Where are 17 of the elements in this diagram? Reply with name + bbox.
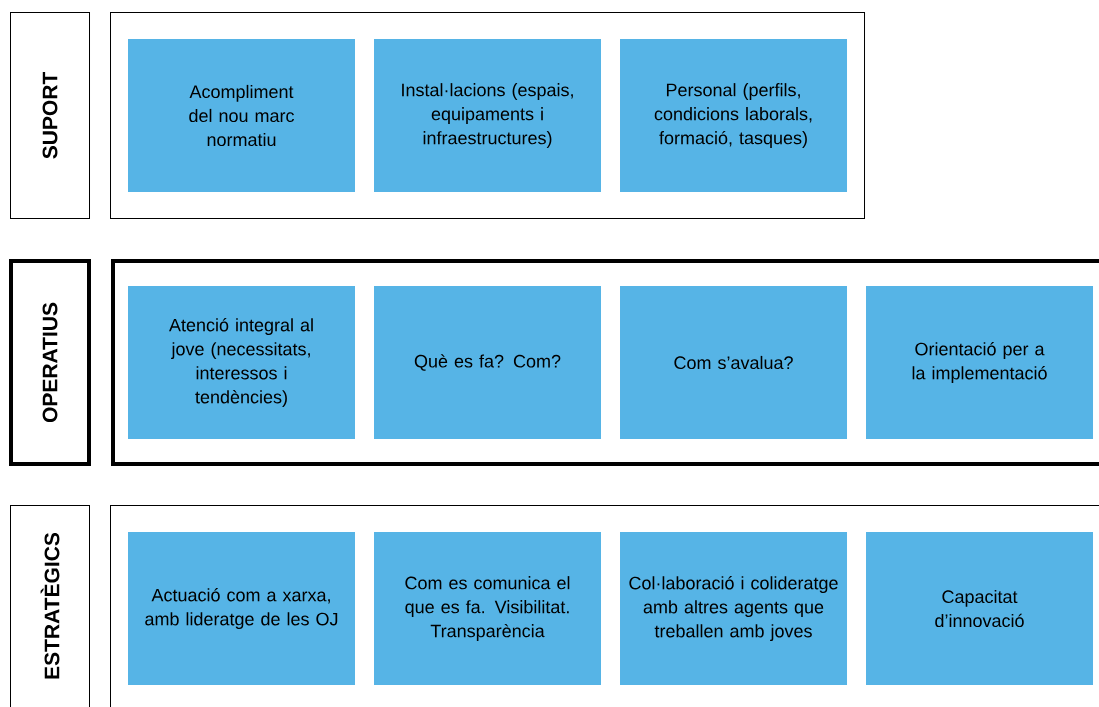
group-frame [111,259,1099,466]
process-box: Capacitat d’innovació [866,532,1093,685]
process-box: Què es fa? Com? [374,286,601,439]
row-label: ESTRATÈGICS [10,505,90,707]
row-label: SUPORT [10,12,90,219]
row-label: OPERATIUS [9,259,91,466]
process-box: Atenció integral al jove (necessitats, interessos i tendències) [128,286,355,439]
process-box: Com es comunica el que es fa. Visibilitat. Transparència [374,532,601,685]
process-box: Personal (perfils, condicions laborals, formació, tasques) [620,39,847,192]
group-frame [110,505,1099,707]
group-frame [110,12,865,219]
process-box: Com s’avalua? [620,286,847,439]
process-box: Instal·lacions (espais, equipaments i infraestructures) [374,39,601,192]
process-box: Actuació com a xarxa, amb lideratge de les OJ [128,532,355,685]
process-box: Orientació per a la implementació [866,286,1093,439]
process-box: Col·laboració i colideratge amb altres agents que treballen amb joves [620,532,847,685]
process-box: Acompliment del nou marc normatiu [128,39,355,192]
